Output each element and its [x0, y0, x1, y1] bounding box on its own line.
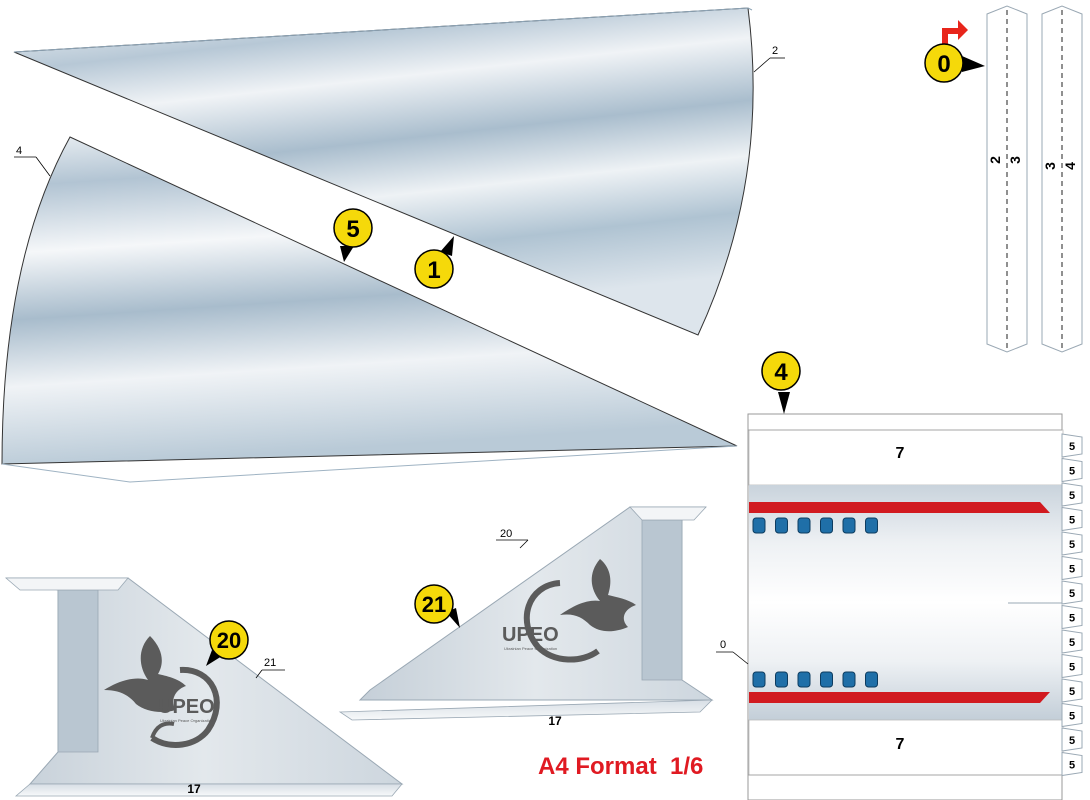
glue-tab: [1061, 433, 1083, 458]
glue-tab: [1061, 653, 1083, 679]
svg-text:20: 20: [217, 628, 241, 653]
assembly-marker-4: 4: [761, 351, 801, 414]
arrow-bend-icon: [942, 20, 968, 44]
cabin-window: [775, 517, 788, 534]
dove-logo-left: [104, 636, 220, 748]
glue-label-cone-lower: 4: [16, 145, 22, 157]
logo-subtext-left: Ukrainian Peace Organization: [160, 718, 213, 723]
window-row-bottom: [752, 671, 878, 688]
strip-b-label-top: 3: [1042, 162, 1058, 170]
glue-tab-label: 5: [1069, 490, 1075, 502]
cabin-window: [842, 517, 856, 534]
cheatline-stripe-top: [749, 502, 1050, 513]
glue-tab-label: 5: [1069, 613, 1075, 625]
cabin-window: [865, 671, 878, 688]
cabin-window: [797, 517, 811, 534]
section-label-bottom: 7: [896, 736, 905, 753]
glue-tab-label: 5: [1069, 564, 1075, 576]
tail-fin-left: UPEO Ukrainian Peace Organization 21 17: [4, 577, 404, 797]
glue-tab: [1061, 457, 1083, 483]
glue-strip-b: 3 4: [1041, 5, 1083, 353]
svg-text:1: 1: [427, 257, 440, 284]
cabin-window: [820, 671, 833, 688]
logo-subtext-right: Ukrainian Peace Organization: [504, 646, 557, 651]
glue-tab: [1061, 702, 1083, 728]
tail-right-base-label: 17: [548, 714, 562, 728]
glue-tabs: 5 5 5 5 5 5 5 5 5 5 5 5 5 5: [1061, 433, 1083, 777]
glue-tab: [1061, 555, 1083, 581]
cabin-window: [865, 517, 878, 534]
glue-label-body-left: 0: [720, 639, 726, 651]
cabin-window: [842, 671, 856, 688]
glue-strip-a: 2 3: [986, 5, 1028, 353]
glue-tab-label: 5: [1069, 662, 1075, 674]
glue-tab-label: 5: [1069, 441, 1075, 453]
cone-panel-upper: 2: [13, 7, 785, 336]
glue-tab-label: 5: [1069, 515, 1075, 527]
fuselage-panel: 7 7 0 5 5 5 5 5 5 5 5 5 5 5 5 5 5: [716, 413, 1083, 800]
svg-text:0: 0: [937, 51, 950, 78]
format-caption: A4 Format 1/6: [538, 753, 704, 780]
glue-tab: [1061, 506, 1083, 532]
cabin-window: [775, 671, 788, 688]
assembly-marker-21: 21: [414, 584, 460, 628]
glue-label-tail-right: 20: [500, 528, 512, 540]
cabin-window: [797, 671, 811, 688]
logo-text-left: UPEO: [158, 696, 215, 718]
glue-label-cone-upper: 2: [772, 45, 778, 57]
window-row-top: [752, 517, 878, 534]
assembly-marker-5: 5: [333, 208, 373, 262]
glue-tab: [1061, 751, 1083, 777]
cabin-window: [752, 517, 766, 534]
glue-label-tail-left: 21: [264, 657, 276, 669]
glue-tab-label: 5: [1069, 539, 1075, 551]
cone-panel-lower: 4: [1, 136, 738, 483]
glue-tab: [1061, 629, 1083, 654]
glue-tab-label: 5: [1069, 735, 1075, 747]
cabin-window: [752, 671, 766, 688]
glue-tab: [1061, 531, 1083, 556]
tail-fin-right: UPEO Ukrainian Peace Organization 20 17: [338, 506, 714, 728]
svg-text:5: 5: [346, 216, 359, 243]
glue-tab-label: 5: [1069, 711, 1075, 723]
glue-tab-label: 5: [1069, 588, 1075, 600]
strip-a-label-top: 2: [987, 156, 1003, 164]
glue-tab-label: 5: [1069, 637, 1075, 649]
tail-left-base-label: 17: [187, 782, 201, 796]
glue-tab: [1061, 580, 1083, 605]
section-label-top: 7: [896, 445, 905, 462]
glue-tab-label: 5: [1069, 760, 1075, 772]
glue-tab: [1061, 678, 1083, 703]
glue-tab: [1061, 727, 1083, 752]
assembly-marker-1: 1: [414, 236, 454, 289]
svg-text:21: 21: [422, 592, 446, 617]
svg-text:4: 4: [774, 359, 788, 386]
cabin-window: [820, 517, 833, 534]
glue-tab-label: 5: [1069, 686, 1075, 698]
logo-text-right: UPEO: [502, 624, 559, 646]
glue-tab: [1061, 604, 1083, 630]
dove-logo-right: [523, 559, 636, 663]
strip-a-label-bottom: 3: [1007, 156, 1023, 164]
glue-tab: [1061, 482, 1083, 507]
assembly-marker-20: 20: [206, 620, 249, 666]
cheatline-stripe-bottom: [749, 692, 1050, 703]
strip-b-label-bottom: 4: [1062, 162, 1078, 170]
assembly-marker-0: 0: [924, 20, 985, 83]
glue-tab-label: 5: [1069, 466, 1075, 478]
